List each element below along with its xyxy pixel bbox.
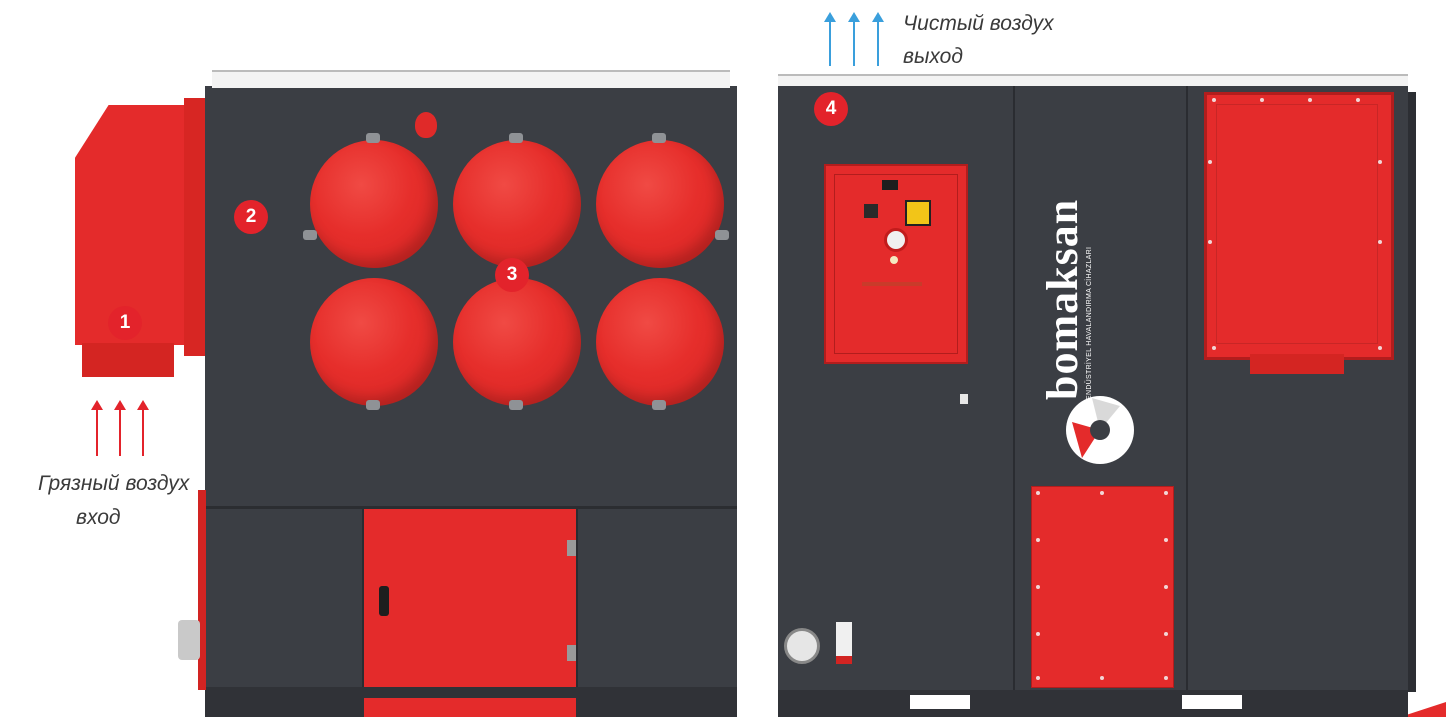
clamp-lug bbox=[366, 400, 380, 410]
rivet bbox=[1308, 98, 1312, 102]
dirty-air-label-line1: Грязный воздух bbox=[38, 470, 189, 498]
rivet bbox=[1036, 585, 1040, 589]
hopper-base bbox=[364, 698, 576, 717]
brand-tagline: ENDÜSTRİYEL HAVALANDIRMA CİHAZLARI bbox=[1086, 240, 1093, 400]
panel-seam bbox=[1186, 86, 1188, 690]
clamp-lug bbox=[366, 133, 380, 143]
main-switch bbox=[905, 200, 931, 226]
clean-air-label-line2: выход bbox=[903, 43, 963, 71]
side-part bbox=[198, 490, 206, 690]
rivet bbox=[1212, 346, 1216, 350]
rivet bbox=[1164, 491, 1168, 495]
marker-3: 3 bbox=[495, 258, 529, 292]
panel-seam bbox=[1013, 86, 1015, 690]
hopper-door bbox=[364, 509, 576, 689]
rivet bbox=[1378, 346, 1382, 350]
panel-latch bbox=[960, 394, 968, 404]
brand-name: bomaksan bbox=[1040, 240, 1086, 400]
marker-4: 4 bbox=[814, 92, 848, 126]
rivet bbox=[1100, 676, 1104, 680]
inlet-flange bbox=[184, 98, 206, 356]
filter-cover-3 bbox=[596, 140, 724, 268]
emergency-stop bbox=[884, 228, 908, 252]
filter-cover-6 bbox=[596, 278, 724, 406]
clamp-lug bbox=[652, 133, 666, 143]
forklift-slot bbox=[910, 695, 970, 709]
side-valve bbox=[178, 620, 200, 660]
inlet-pipe bbox=[82, 343, 174, 377]
display-indicator bbox=[882, 180, 898, 190]
rivet bbox=[1164, 538, 1168, 542]
filter-cover-4 bbox=[310, 278, 438, 406]
right-base bbox=[778, 690, 1408, 717]
clamp-lug bbox=[509, 133, 523, 143]
door-handle bbox=[379, 586, 389, 616]
rivet bbox=[1164, 676, 1168, 680]
right-side-rail bbox=[1408, 92, 1416, 692]
access-door bbox=[1031, 486, 1174, 688]
brand-logo-text: bomaksan ENDÜSTRİYEL HAVALANDIRMA CİHAZL… bbox=[1040, 240, 1100, 400]
indicator-row bbox=[862, 282, 922, 286]
panel-seam bbox=[576, 509, 578, 687]
indicator-lamp bbox=[890, 256, 898, 264]
power-socket bbox=[836, 622, 852, 664]
rivet bbox=[1356, 98, 1360, 102]
outlet-pipe bbox=[1250, 354, 1344, 374]
brand-emblem-icon bbox=[1062, 392, 1138, 468]
rivet bbox=[1208, 160, 1212, 164]
forklift-slot bbox=[1182, 695, 1242, 709]
clamp-lug bbox=[509, 400, 523, 410]
outlet-panel-inner bbox=[1216, 104, 1378, 344]
left-top-rail bbox=[212, 70, 730, 88]
door-hinge bbox=[567, 645, 576, 661]
clamp-lug bbox=[715, 230, 729, 240]
marker-1: 1 bbox=[108, 306, 142, 340]
rivet bbox=[1036, 538, 1040, 542]
dirty-air-label-line2: вход bbox=[76, 504, 121, 532]
up-arrows-red-icon bbox=[85, 398, 155, 458]
pipe-fitting bbox=[784, 628, 820, 664]
filter-cover-5 bbox=[453, 278, 581, 406]
filter-cover-2 bbox=[453, 140, 581, 268]
clean-air-label-line1: Чистый воздух bbox=[903, 10, 1054, 38]
clamp-lug bbox=[652, 400, 666, 410]
rivet bbox=[1036, 676, 1040, 680]
filter-cover-1 bbox=[310, 140, 438, 268]
rivet bbox=[1212, 98, 1216, 102]
selector-switch bbox=[864, 204, 878, 218]
rivet bbox=[1036, 632, 1040, 636]
rivet bbox=[1164, 632, 1168, 636]
rivet bbox=[1208, 240, 1212, 244]
clamp-lug bbox=[303, 230, 317, 240]
rivet bbox=[1378, 240, 1382, 244]
rivet bbox=[1100, 491, 1104, 495]
top-cap bbox=[415, 112, 437, 138]
up-arrows-blue-icon bbox=[818, 10, 888, 66]
rivet bbox=[1378, 160, 1382, 164]
rivet bbox=[1164, 585, 1168, 589]
control-inner-frame bbox=[834, 174, 958, 354]
rivet bbox=[1260, 98, 1264, 102]
marker-2: 2 bbox=[234, 200, 268, 234]
rivet bbox=[1036, 491, 1040, 495]
door-hinge bbox=[567, 540, 576, 556]
